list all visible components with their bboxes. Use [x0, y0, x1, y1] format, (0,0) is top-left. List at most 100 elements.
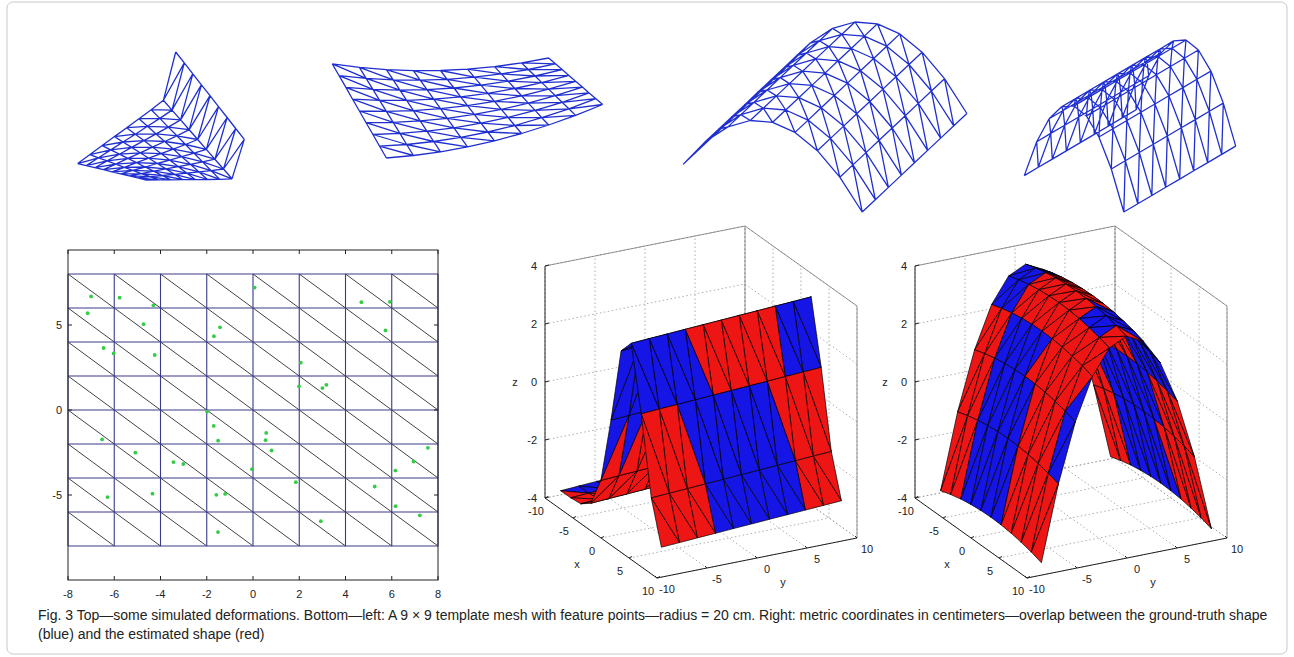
feature-point: [172, 460, 176, 464]
feature-point: [373, 485, 377, 489]
surface-facet: [1150, 352, 1177, 401]
tick-label: 4: [901, 260, 907, 273]
tick-label: -2: [527, 434, 537, 447]
wire-mesh: [683, 22, 967, 212]
tick-label: z: [512, 376, 518, 389]
tick-label: -2: [897, 434, 907, 447]
surface-plot: [915, 226, 1227, 578]
tick-label: 0: [901, 376, 907, 389]
feature-point: [297, 384, 301, 388]
tick-label: 0: [250, 588, 256, 601]
figure-caption: Fig. 3 Top—some simulated deformations. …: [38, 606, 1270, 644]
feature-point: [212, 424, 216, 428]
template-mesh-plot: [68, 250, 438, 580]
feature-point: [264, 438, 268, 442]
feature-point: [253, 286, 257, 290]
feature-point: [264, 431, 268, 435]
feature-point: [412, 460, 416, 464]
tick-label: -5: [1082, 573, 1092, 586]
surface-facet: [651, 498, 679, 547]
feature-point: [218, 325, 222, 329]
mesh-grid: [68, 274, 438, 546]
surface-facet: [1048, 422, 1075, 484]
tick-mark: [915, 265, 1227, 578]
tick-mark: [68, 250, 438, 580]
tick-label: z: [882, 376, 888, 389]
grid-line: [545, 226, 857, 578]
tick-label: y: [780, 576, 786, 589]
feature-point: [133, 451, 137, 455]
tick-label: 10: [1231, 543, 1243, 556]
surface-facet: [601, 415, 629, 480]
feature-point: [216, 530, 220, 534]
tick-label: -8: [63, 588, 73, 601]
mesh-diagonal: [68, 274, 438, 546]
feature-point: [321, 386, 325, 390]
feature-point: [205, 410, 209, 414]
tick-label: 0: [531, 376, 537, 389]
tick-label: -10: [659, 583, 675, 596]
axis-line: [545, 266, 857, 578]
feature-point: [214, 493, 218, 497]
tick-label: -5: [712, 573, 722, 586]
tick-label: -4: [156, 588, 166, 601]
tick-label: 5: [617, 565, 623, 578]
tick-label: 4: [342, 588, 348, 601]
tick-label: 10: [1012, 585, 1024, 598]
feature-point: [270, 449, 274, 453]
tick-label: x: [944, 558, 950, 571]
tick-label: -2: [202, 588, 212, 601]
feature-point: [89, 295, 93, 299]
box-edge: [545, 226, 857, 538]
feature-point: [106, 495, 110, 499]
feature-point: [418, 513, 422, 517]
feature-point: [86, 311, 90, 315]
tick-label: 2: [901, 318, 907, 331]
tick-label: 2: [531, 318, 537, 331]
box-edge: [915, 226, 1227, 538]
tick-label: 2: [296, 588, 302, 601]
tick-label: -5: [929, 525, 939, 538]
tick-label: -10: [528, 505, 544, 518]
feature-point: [212, 334, 216, 338]
wire-mesh: [332, 58, 602, 158]
surface-facet: [1031, 484, 1058, 563]
tick-label: y: [1150, 576, 1156, 589]
surface-facet: [1184, 446, 1211, 529]
tick-label: -4: [897, 492, 907, 505]
wire-mesh: [1024, 40, 1235, 212]
tick-label: -10: [898, 505, 914, 518]
surface-facet: [601, 415, 629, 480]
surface-facet: [1099, 326, 1126, 338]
tick-label: 0: [764, 563, 770, 576]
surface-facet: [1167, 391, 1194, 457]
feature-point: [118, 296, 122, 300]
tick-label: 0: [959, 545, 965, 558]
tick-label: 5: [1184, 553, 1190, 566]
feature-point: [325, 383, 329, 387]
simulated-meshes: [78, 22, 1236, 212]
tick-mark: [545, 265, 857, 578]
tick-label: 5: [814, 553, 820, 566]
feature-point: [216, 439, 220, 443]
tick-label: -5: [52, 489, 62, 502]
surface-facet: [1140, 343, 1167, 391]
surface-facet: [591, 476, 619, 504]
tick-label: 0: [1134, 563, 1140, 576]
tick-label: 0: [589, 545, 595, 558]
tick-label: -10: [1029, 583, 1045, 596]
tick-label: 5: [987, 565, 993, 578]
wire-mesh: [78, 52, 245, 180]
feature-point: [394, 504, 398, 508]
tick-label: 4: [531, 260, 537, 273]
surface-facet: [1167, 391, 1194, 457]
surface-facet: [1140, 343, 1167, 391]
feature-point: [223, 492, 227, 496]
feature-point: [100, 438, 104, 442]
feature-point: [426, 446, 430, 450]
feature-point: [152, 303, 156, 307]
tick-label: 6: [389, 588, 395, 601]
feature-point: [294, 480, 298, 484]
feature-point: [181, 462, 185, 466]
